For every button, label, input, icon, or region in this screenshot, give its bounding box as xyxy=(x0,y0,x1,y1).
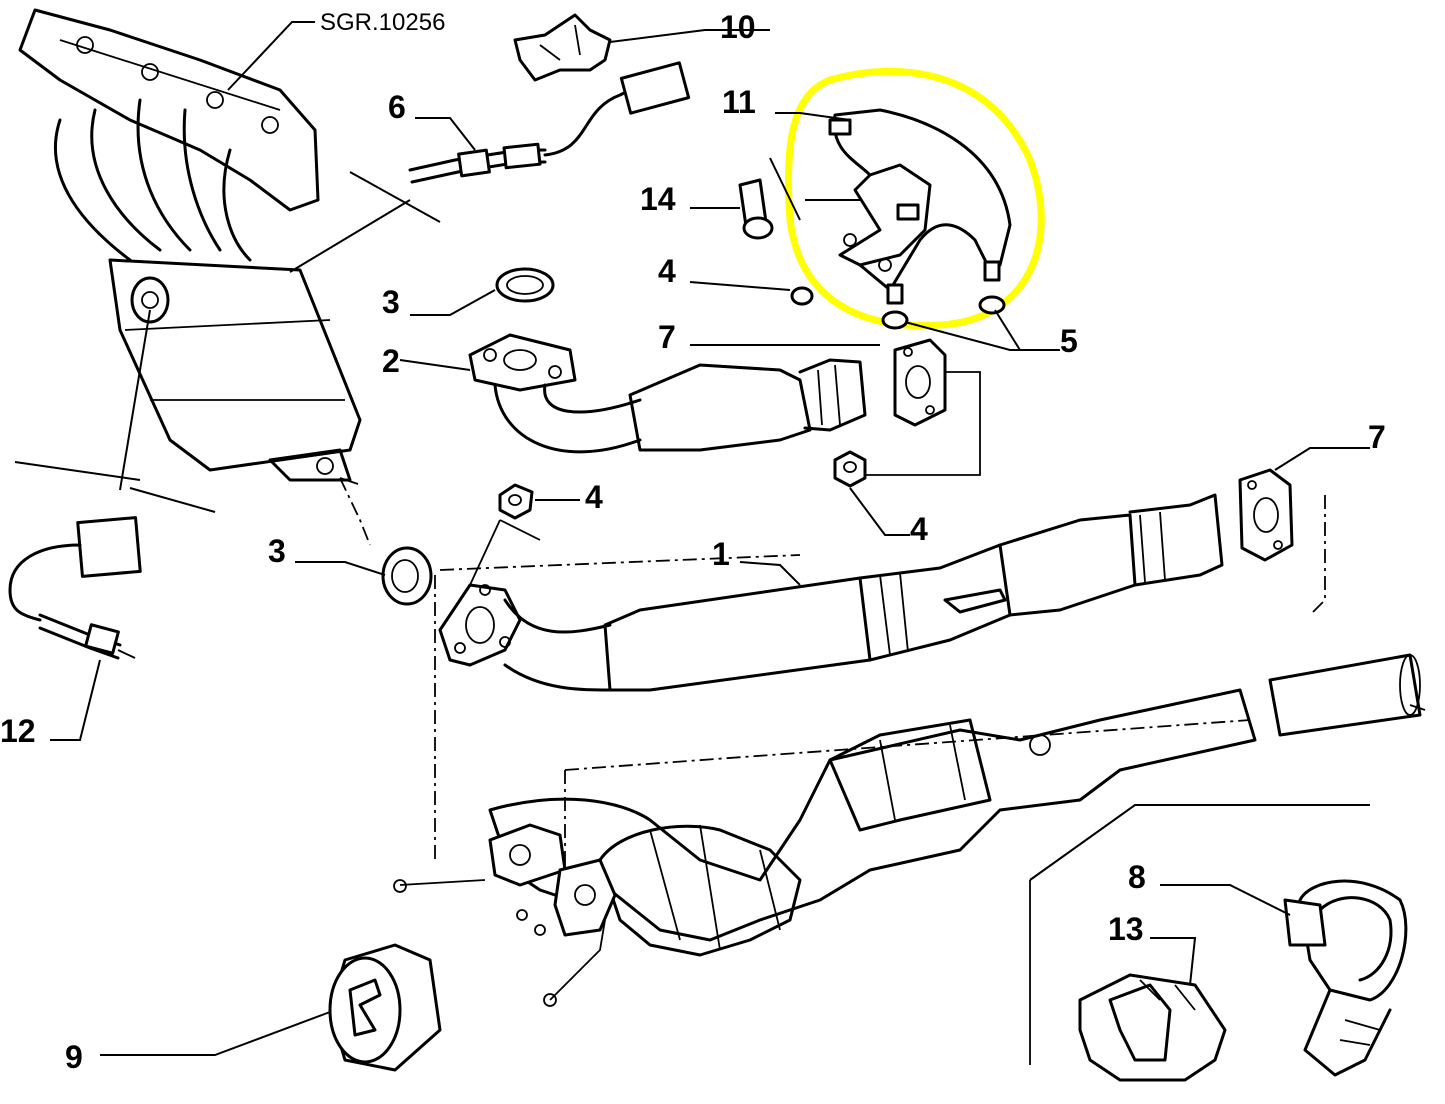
callout-4-left: 4 xyxy=(585,479,603,515)
manifold-catalytic-converter xyxy=(108,258,362,485)
part-13-clip xyxy=(513,13,612,82)
part-11-oxygen-sensor xyxy=(8,516,142,660)
part-6-oxygen-sensor xyxy=(408,61,691,184)
callout-3-lower: 3 xyxy=(268,533,286,569)
callout-7-upper: 7 xyxy=(658,319,676,355)
part-5-nut-b xyxy=(978,295,1006,315)
rear-converter-assembly xyxy=(393,653,1426,1007)
part-4-nut-upper xyxy=(790,286,814,306)
part-4-nut-left xyxy=(498,483,534,520)
part-14-bolt xyxy=(738,178,774,240)
callout-13: 10 xyxy=(720,9,756,45)
callout-4-upper: 4 xyxy=(658,253,676,289)
part-12-clamp xyxy=(1078,973,1227,1082)
callout-12: 13 xyxy=(1108,911,1144,947)
part-7-gasket-upper xyxy=(893,338,947,427)
callout-5: 5 xyxy=(1060,323,1078,359)
part-2-front-pipe xyxy=(468,333,867,454)
callout-10: 11 xyxy=(722,84,756,120)
part-3-gasket-lower xyxy=(381,546,433,606)
reference-leader xyxy=(227,21,315,91)
callout-2: 2 xyxy=(382,343,400,379)
highlight-circle xyxy=(784,67,1045,330)
callout-6: 6 xyxy=(388,89,406,125)
callout-14: 14 xyxy=(640,181,676,217)
callout-9: 9 xyxy=(65,1039,83,1075)
part-3-gasket-upper xyxy=(495,267,555,303)
part-8-clamp xyxy=(1283,879,1408,1077)
part-9-rubber-mount xyxy=(328,943,442,1072)
exhaust-manifold xyxy=(18,8,320,262)
part-10-heat-shield xyxy=(828,108,1012,305)
part-1-intermediate-pipe xyxy=(438,493,1224,692)
callout-8: 8 xyxy=(1128,859,1146,895)
callout-7-right: 7 xyxy=(1368,419,1386,455)
callout-4-middle: 4 xyxy=(910,511,928,547)
callout-1: 1 xyxy=(712,536,730,572)
part-5-nut-a xyxy=(881,310,909,330)
callout-3-upper: 3 xyxy=(382,284,400,320)
part-4-nut-middle xyxy=(833,450,867,488)
part-7-gasket-right xyxy=(1238,468,1294,562)
diagram-reference: SGR.10256 xyxy=(320,9,445,36)
callout-11: 12 xyxy=(0,713,36,749)
